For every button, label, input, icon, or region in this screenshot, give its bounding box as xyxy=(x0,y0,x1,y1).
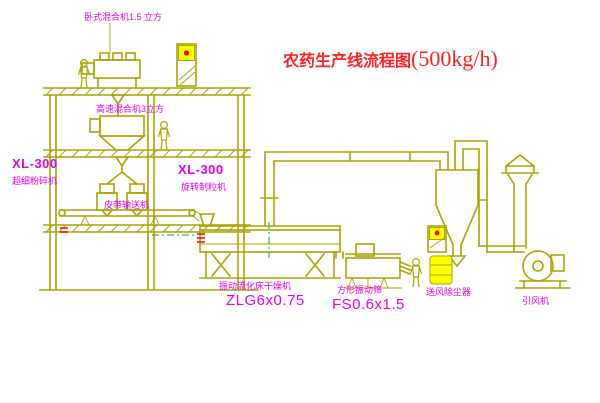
indicator-light xyxy=(434,230,440,236)
label-horizontal-mixer: 卧式混合机1.5 立方 xyxy=(84,12,163,22)
fan-motor xyxy=(550,254,565,272)
title-text: 农药生产线流程图 xyxy=(283,53,412,70)
worker-figure xyxy=(409,258,423,288)
vibrating-sieve xyxy=(335,243,412,289)
fluid-bed-dryer xyxy=(197,213,341,279)
horizontal-mixer xyxy=(81,23,141,117)
exhaust-stack xyxy=(501,153,539,253)
induced-draft-fan xyxy=(478,245,571,289)
label-belt-conveyor: 皮带输送机 xyxy=(104,200,150,210)
cyclone-separator xyxy=(434,140,488,268)
dust-drum xyxy=(429,255,453,285)
label-granulator-name: 旋转制粒机 xyxy=(181,182,227,192)
dust-collector-unit xyxy=(427,225,453,285)
worker-figure xyxy=(157,120,171,151)
label-sieve-name: 方形振动筛 xyxy=(337,285,383,295)
label-fan: 引风机 xyxy=(522,296,550,306)
control-cabinet-top xyxy=(176,43,197,87)
belt-conveyor xyxy=(58,209,203,233)
centerlines xyxy=(152,222,270,258)
title-capacity: (500kg/h) xyxy=(411,46,498,71)
label-dryer-name: 振动流化床干燥机 xyxy=(219,281,292,291)
label-sieve-model: FS0.6x1.5 xyxy=(332,296,405,313)
diagram-title: 农药生产线流程图(500kg/h) xyxy=(283,46,498,72)
label-dust-unit: 送风除尘器 xyxy=(426,287,472,297)
label-granulator-model: XL-300 xyxy=(178,162,224,177)
label-dryer-model: ZLG6x0.75 xyxy=(226,292,305,309)
label-high-speed-mixer: 高速混合机3立方 xyxy=(96,104,165,114)
worker-figures xyxy=(77,58,423,288)
high-speed-mixer xyxy=(89,115,147,168)
label-pulverizer-name: 超细粉碎机 xyxy=(12,176,58,186)
building-structure xyxy=(39,87,259,291)
riser-duct xyxy=(260,151,449,227)
label-pulverizer-model: XL-300 xyxy=(12,156,58,171)
indicator-light xyxy=(183,50,190,56)
